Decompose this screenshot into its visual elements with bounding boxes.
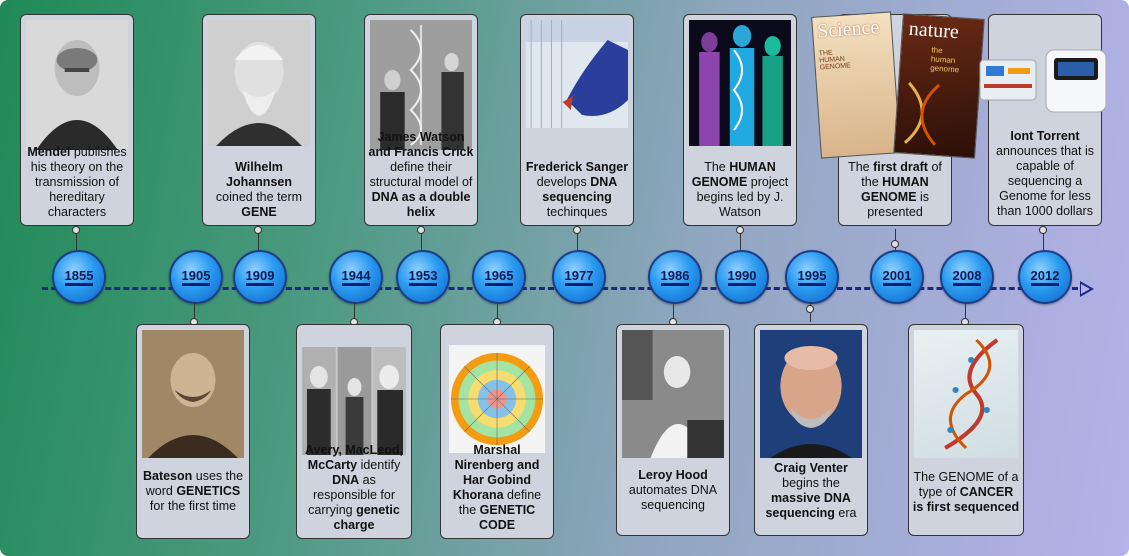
event-caption-2001: The first draft of the HUMAN GENOME is p… <box>848 160 942 219</box>
sanger-gel-photo <box>526 20 628 128</box>
dna-helix-icon <box>903 81 941 146</box>
avery-macleod-mccarty-photo <box>302 347 406 455</box>
sequencer-machine-large <box>1044 48 1108 114</box>
year-node-1953: 1953 <box>396 250 450 304</box>
event-card-1995: Craig Venter begins the massive DNA sequ… <box>754 324 868 536</box>
event-card-1965: Marshal Nirenberg and Har Gobind Khorana… <box>440 324 554 539</box>
year-node-1909: 1909 <box>233 250 287 304</box>
year-node-2001: 2001 <box>870 250 924 304</box>
event-caption-1986: Leroy Hood automates DNA sequencing <box>628 468 718 512</box>
connector-1855 <box>76 229 77 250</box>
event-card-2008: The GENOME of a type of CANCER is first … <box>908 324 1024 536</box>
sequencer-machine-small <box>978 48 1038 104</box>
human-genome-project-image <box>689 20 791 146</box>
event-caption-1953: James Watson and Francis Crick define th… <box>368 130 474 219</box>
nature-cover-text: the human genome <box>929 45 960 75</box>
connector-dot-1990 <box>736 226 744 234</box>
event-card-1977: Frederick Sanger develops DNA sequencing… <box>520 14 634 226</box>
connector-2008 <box>965 302 966 322</box>
year-node-1995: 1995 <box>785 250 839 304</box>
johannsen-portrait <box>208 20 310 146</box>
connector-1953 <box>421 229 422 250</box>
cancer-dna-image <box>914 330 1018 458</box>
year-node-2012: 2012 <box>1018 250 1072 304</box>
event-caption-1990: The HUMAN GENOME project begins led by J… <box>691 160 789 219</box>
year-node-1944: 1944 <box>329 250 383 304</box>
connector-dot-1953 <box>417 226 425 234</box>
connector-2012 <box>1043 229 1044 250</box>
year-node-1965: 1965 <box>472 250 526 304</box>
connector-dot-1977 <box>573 226 581 234</box>
watson-crick-photo <box>370 20 472 150</box>
connector-1909 <box>258 229 259 250</box>
connector-1990 <box>740 229 741 250</box>
science-cover-image: Science THE HUMAN GENOME <box>811 11 901 159</box>
mendel-portrait <box>26 20 128 150</box>
connector-2001 <box>895 229 896 250</box>
connector-dot-1995 <box>806 305 814 313</box>
event-caption-1995: Craig Venter begins the massive DNA sequ… <box>765 461 857 520</box>
year-node-1977: 1977 <box>552 250 606 304</box>
event-card-1944: Avery, MacLeod, McCarty identify DNA as … <box>296 324 412 539</box>
event-caption-2012: Iont Torrent announces that is capable o… <box>996 129 1094 218</box>
event-caption-1905: Bateson uses the word GENETICS for the f… <box>142 469 244 513</box>
event-card-1905: Bateson uses the word GENETICS for the f… <box>136 324 250 539</box>
year-node-1986: 1986 <box>648 250 702 304</box>
craig-venter-photo <box>760 330 862 458</box>
event-card-2012: Iont Torrent announces that is capable o… <box>988 14 1102 226</box>
leroy-hood-photo <box>622 330 724 458</box>
year-node-2008: 2008 <box>940 250 994 304</box>
event-card-1986: Leroy Hood automates DNA sequencing <box>616 324 730 536</box>
science-cover-title: Science <box>816 16 880 43</box>
connector-dot-2001 <box>891 240 899 248</box>
event-caption-1855: Mendel publishes his theory on the trans… <box>27 145 127 219</box>
year-node-1990: 1990 <box>715 250 769 304</box>
timeline-arrow-inner <box>1081 284 1090 294</box>
connector-1944 <box>354 302 355 322</box>
connector-1977 <box>577 229 578 250</box>
connector-dot-1909 <box>254 226 262 234</box>
event-card-1990: The HUMAN GENOME project begins led by J… <box>683 14 797 226</box>
connector-dot-1855 <box>72 226 80 234</box>
event-caption-1977: Frederick Sanger develops DNA sequencing… <box>525 160 629 219</box>
event-card-1909: Wilhelm Johannsen coined the term GENE <box>202 14 316 226</box>
event-caption-1909: Wilhelm Johannsen coined the term GENE <box>215 160 303 219</box>
connector-1905 <box>194 302 195 322</box>
event-card-1953: James Watson and Francis Crick define th… <box>364 14 478 226</box>
year-node-1905: 1905 <box>169 250 223 304</box>
event-card-1855: Mendel publishes his theory on the trans… <box>20 14 134 226</box>
connector-1965 <box>497 302 498 322</box>
genetic-code-wheel <box>449 345 545 453</box>
event-caption-1965: Marshal Nirenberg and Har Gobind Khorana… <box>452 443 542 532</box>
nature-cover-image: nature the human genome <box>893 13 985 159</box>
connector-dot-2012 <box>1039 226 1047 234</box>
bateson-portrait <box>142 330 244 458</box>
connector-1986 <box>673 302 674 322</box>
science-cover-text: THE HUMAN GENOME <box>818 49 852 72</box>
event-caption-2008: The GENOME of a type of CANCER is first … <box>912 470 1020 514</box>
year-node-1855: 1855 <box>52 250 106 304</box>
event-caption-1944: Avery, MacLeod, McCarty identify DNA as … <box>305 443 403 532</box>
